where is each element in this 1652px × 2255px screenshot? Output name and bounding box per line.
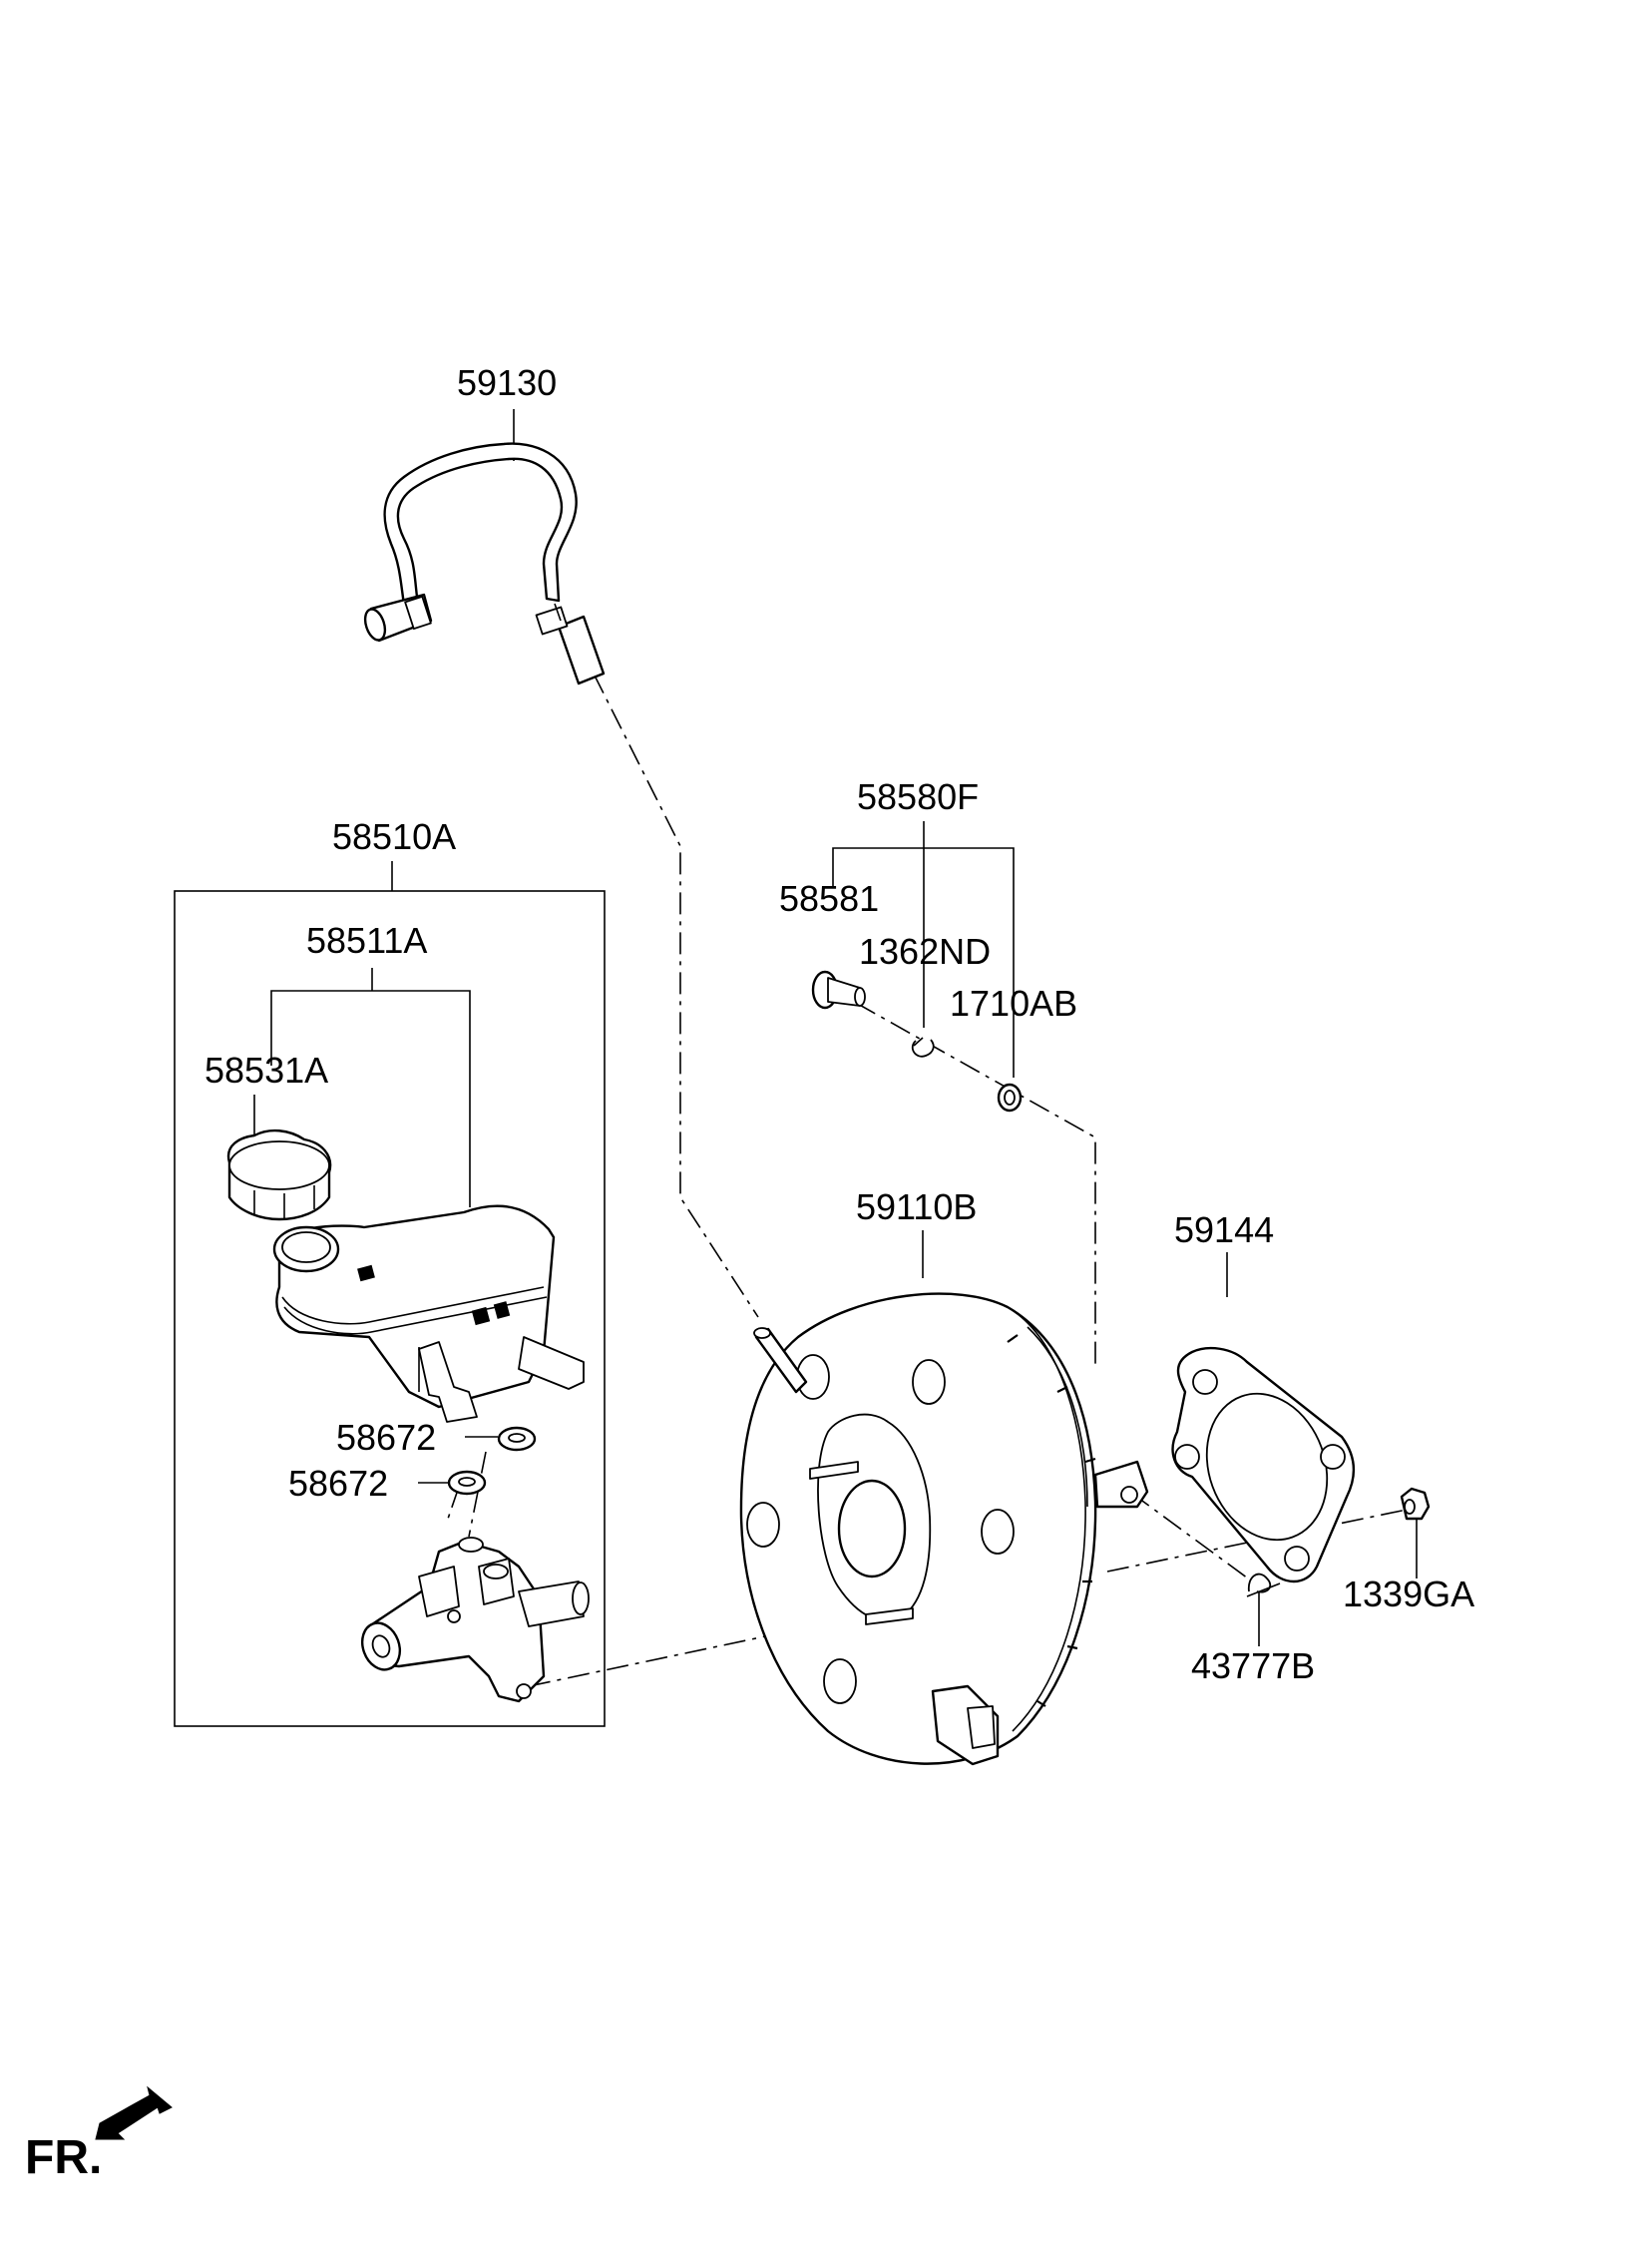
callout-59110B: 59110B — [856, 1186, 977, 1227]
front-orientation-indicator: FR. — [25, 2085, 173, 2184]
nut-1339GA — [1400, 1487, 1431, 1521]
grommets-58672 — [447, 1426, 537, 1496]
snap-pin-43777B — [1246, 1573, 1281, 1597]
callout-58511A: 58511A — [306, 920, 427, 961]
fluid-reservoir-58511A — [272, 1204, 585, 1423]
front-direction-arrow-icon — [95, 2085, 173, 2140]
callout-labels: 59130 58510A 58511A 58531A 58672 58672 5… — [205, 362, 1474, 1686]
check-valve-58581 — [811, 970, 866, 1010]
master-cylinder — [360, 1537, 590, 1703]
callout-58531A: 58531A — [205, 1050, 328, 1091]
callout-43777B: 43777B — [1191, 1645, 1315, 1686]
callout-1339GA: 1339GA — [1343, 1574, 1474, 1614]
callout-58581: 58581 — [779, 878, 879, 919]
callout-59144: 59144 — [1174, 1209, 1274, 1250]
front-label: FR. — [25, 2131, 102, 2184]
callout-59130: 59130 — [457, 362, 557, 403]
callout-58580F: 58580F — [857, 776, 979, 817]
booster-gasket-59144 — [1171, 1346, 1356, 1583]
vacuum-hose-59130 — [363, 442, 606, 685]
callout-1710AB: 1710AB — [950, 983, 1077, 1024]
master-cylinder-assembly-box — [174, 890, 606, 1727]
brake-booster-59110B — [739, 1292, 1149, 1766]
callout-58510A: 58510A — [332, 816, 456, 857]
callout-58672-upper: 58672 — [336, 1417, 436, 1458]
callout-1362ND: 1362ND — [859, 931, 991, 972]
callout-58672-lower: 58672 — [288, 1463, 388, 1504]
leader-lines — [253, 409, 1418, 1646]
reservoir-cap-58531A — [226, 1128, 332, 1221]
grommet-1710AB — [997, 1083, 1023, 1113]
clip-1362ND — [911, 1037, 935, 1058]
